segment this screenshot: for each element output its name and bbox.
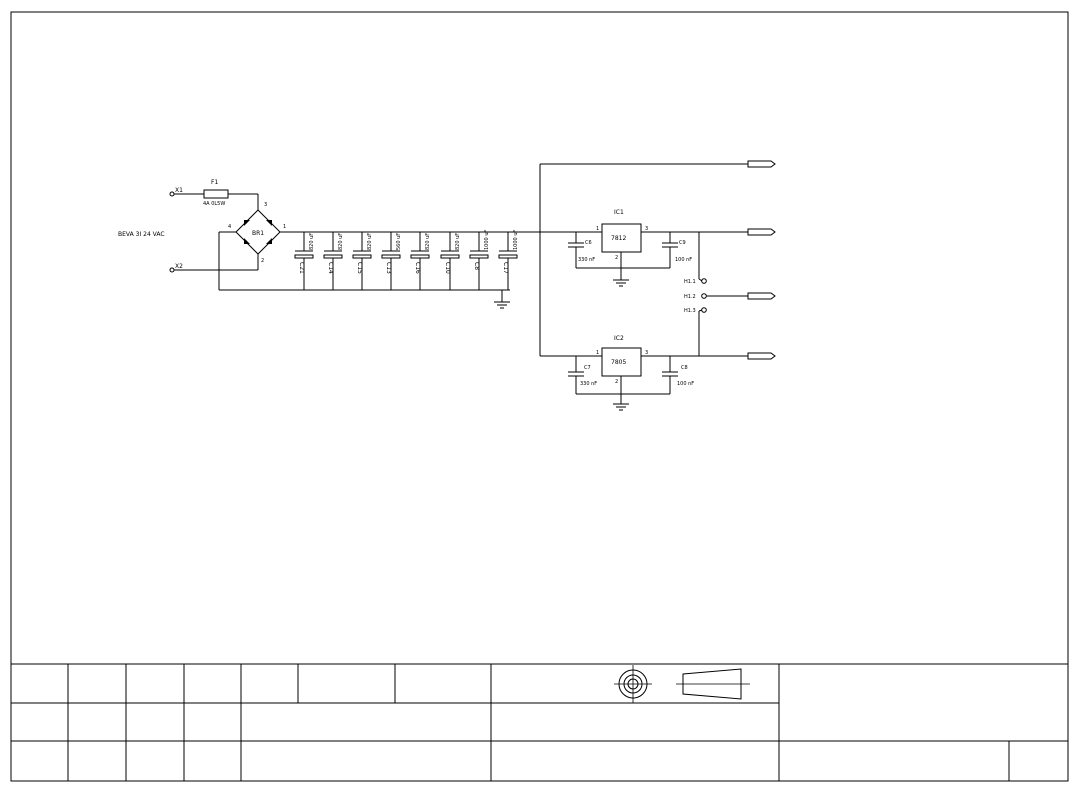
ic1-pin-out: 3 xyxy=(645,226,648,232)
terminal-x1 xyxy=(169,191,175,197)
filter-cap-ref: C14 xyxy=(327,262,334,274)
jumper-h1: H1.1 H1.2 H1.3 xyxy=(684,278,748,314)
filter-cap-ref: C21 xyxy=(298,262,305,274)
ic2-pin-out: 3 xyxy=(645,350,648,356)
ic1-ground-icon xyxy=(613,279,629,287)
c6-value: 330 nF xyxy=(578,257,595,263)
ic2-pin-in: 1 xyxy=(596,350,599,356)
filter-cap-ref: C15 xyxy=(356,262,363,274)
filter-cap-ref: C17 xyxy=(502,262,509,274)
filter-capacitor: 820 uF C15 xyxy=(352,232,373,290)
output-connector-2 xyxy=(747,228,776,236)
terminal-x2 xyxy=(169,267,175,273)
jumper-h1-2: H1.2 xyxy=(684,294,696,300)
bridge-rectifier: BR1 1 2 3 4 xyxy=(228,202,286,264)
drawing-frame xyxy=(10,11,1069,782)
ic2-pin-gnd: 2 xyxy=(615,379,618,385)
filter-cap-ref: C13 xyxy=(385,262,392,274)
fuse-ref: F1 xyxy=(211,179,218,186)
input-section: BEVA 3I 24 VAC X1 X2 F1 4A 0L5W BR1 1 2 … xyxy=(118,179,540,291)
input-voltage-label: BEVA 3I 24 VAC xyxy=(118,231,165,238)
regulator-ic1: IC1 7812 1 3 2 xyxy=(596,209,648,261)
filter-capacitor: 820 uF C16 xyxy=(410,232,431,290)
ic1-part: 7812 xyxy=(611,235,626,242)
filter-cap-ref: C10 xyxy=(444,262,451,274)
filter-cap-value: 1000 uF xyxy=(513,230,519,250)
filter-cap-value: 1000 uF xyxy=(484,230,490,250)
filter-capacitor: 1000 uF C8 xyxy=(469,230,490,290)
output-connector-4 xyxy=(747,352,776,360)
c9-ref: C9 xyxy=(679,240,686,246)
terminal-x2-label: X2 xyxy=(175,263,183,270)
c9-value: 100 nF xyxy=(675,257,692,263)
ic1-ref: IC1 xyxy=(614,209,624,216)
c7-ref: C7 xyxy=(584,365,591,371)
filter-cap-value: 820 uF xyxy=(367,233,373,250)
output-connector-1 xyxy=(747,160,776,168)
ic1-pin-gnd: 2 xyxy=(615,255,618,261)
filter-cap-value: 820 uF xyxy=(425,233,431,250)
filter-capacitor: 820 uF C21 xyxy=(294,232,315,290)
projection-symbol-icon xyxy=(614,665,750,703)
jumper-h1-3: H1.3 xyxy=(684,308,696,314)
fuse xyxy=(203,189,229,199)
ic1-pin-in: 1 xyxy=(596,226,599,232)
fuse-value: 4A 0L5W xyxy=(203,201,225,207)
bridge-pin-3: 3 xyxy=(264,202,267,208)
ic2-part: 7805 xyxy=(611,359,626,366)
filter-capacitor: 820 uF C10 xyxy=(440,232,461,290)
filter-cap-value: 820 uF xyxy=(455,233,461,250)
c6-ref: C6 xyxy=(585,240,592,246)
title-block xyxy=(11,663,1068,781)
ic2-ground-icon xyxy=(613,403,629,411)
terminal-x1-label: X1 xyxy=(175,187,183,194)
c8-out-value: 100 nF xyxy=(677,381,694,387)
bridge-pin-2: 2 xyxy=(261,258,264,264)
bridge-ref: BR1 xyxy=(252,230,264,237)
filter-capacitor: 820 uF C14 xyxy=(323,232,344,290)
ground-icon xyxy=(494,290,510,309)
jumper-h1-1: H1.1 xyxy=(684,279,696,285)
filter-capacitor: 1000 uF C17 xyxy=(498,230,519,290)
c8-out-ref: C8 xyxy=(681,365,688,371)
filter-capacitor: 560 uF C13 xyxy=(381,232,402,290)
filter-cap-value: 820 uF xyxy=(338,233,344,250)
bridge-pin-1: 1 xyxy=(283,224,286,230)
filter-cap-value: 820 uF xyxy=(309,233,315,250)
filter-cap-ref: C16 xyxy=(414,262,421,274)
regulator-ic2: IC2 7805 1 3 2 xyxy=(596,335,648,385)
bridge-pin-4: 4 xyxy=(228,224,231,230)
regulator-section: IC1 7812 1 3 2 C6 330 nF C9 100 nF xyxy=(539,160,776,411)
output-connector-3 xyxy=(747,292,776,300)
filter-cap-ref: C8 xyxy=(473,262,480,270)
ic2-ref: IC2 xyxy=(614,335,624,342)
c7-value: 330 nF xyxy=(580,381,597,387)
filter-capacitor-bank: 820 uF C21 820 uF C14 820 uF C15 560 uF C13 820 … xyxy=(294,230,519,290)
filter-cap-value: 560 uF xyxy=(396,233,402,250)
